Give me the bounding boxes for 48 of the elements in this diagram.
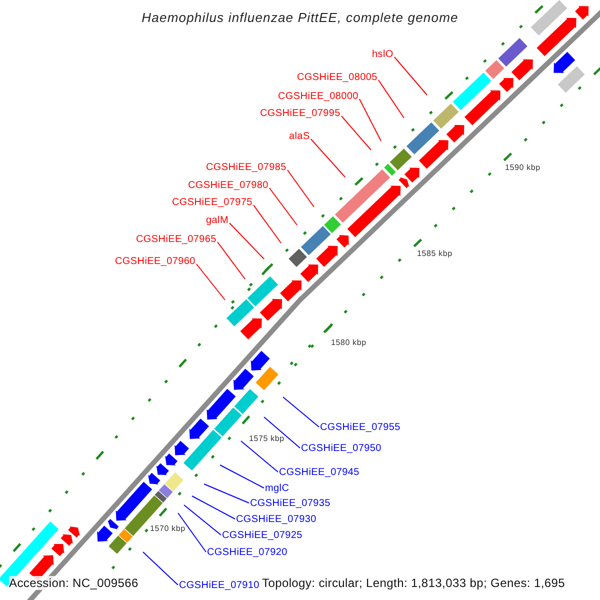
leader-line <box>268 188 298 226</box>
accession-text: Accession: NC_009566 <box>9 576 138 590</box>
leader-line <box>282 396 320 428</box>
gene-label: CGSHiEE_07910 <box>179 581 260 591</box>
gene-label: CGSHiEE_08000 <box>278 92 358 102</box>
gene-label: CGSHiEE_07950 <box>301 444 382 454</box>
leader-line <box>358 98 382 142</box>
leader-line <box>142 552 178 586</box>
gene-label: CGSHiEE_07945 <box>279 468 360 478</box>
leader-line <box>178 512 206 552</box>
gene-label: alaS <box>289 132 310 142</box>
gene-label: CGSHiEE_07960 <box>115 257 196 267</box>
gene-label: CGSHiEE_07975 <box>172 198 252 208</box>
leader-line <box>340 116 372 150</box>
leader-line <box>286 170 314 208</box>
gene-label: CGSHiEE_08005 <box>297 73 378 83</box>
tick-label: 1585 kbp <box>417 250 452 258</box>
gene-label: galM <box>206 216 228 226</box>
gene-label: hslO <box>372 50 394 60</box>
map-title: Haemophilus influenzae PittEE, complete genome <box>140 11 460 24</box>
genome-info-text: Topology: circular; Length: 1,813,033 bp; Genes: 1,695 <box>262 576 566 590</box>
leader-line <box>378 80 404 118</box>
leader-line <box>252 204 282 244</box>
gene-label: CGSHiEE_07985 <box>206 163 286 173</box>
tick-label: 1575 kbp <box>249 435 284 443</box>
leader-line <box>216 242 246 280</box>
tick-label: 1590 kbp <box>505 164 540 172</box>
gene-label: CGSHiEE_07995 <box>260 109 340 119</box>
tick-label: 1570 kbp <box>150 525 186 533</box>
gene-label: mglC <box>265 484 290 494</box>
gene-label: CGSHiEE_07930 <box>236 515 316 525</box>
leader-line <box>192 496 236 520</box>
gene-label: CGSHiEE_07955 <box>320 423 400 433</box>
leader-line <box>264 416 300 448</box>
leader-line <box>240 440 278 472</box>
gene-label: CGSHiEE_07980 <box>188 181 268 191</box>
leader-line <box>196 264 226 300</box>
leader-line <box>310 138 346 178</box>
gene-label: CGSHiEE_07925 <box>222 531 302 541</box>
gene-label: CGSHiEE_07920 <box>207 548 288 558</box>
leader-line <box>204 484 250 504</box>
leader-line <box>220 464 264 488</box>
leader-line <box>394 56 428 96</box>
gene-label: CGSHiEE_07935 <box>250 499 330 509</box>
leader-line <box>184 504 222 536</box>
leader-line <box>228 222 264 260</box>
gene-label: CGSHiEE_07965 <box>136 235 216 245</box>
tick-label: 1580 kbp <box>331 339 366 347</box>
